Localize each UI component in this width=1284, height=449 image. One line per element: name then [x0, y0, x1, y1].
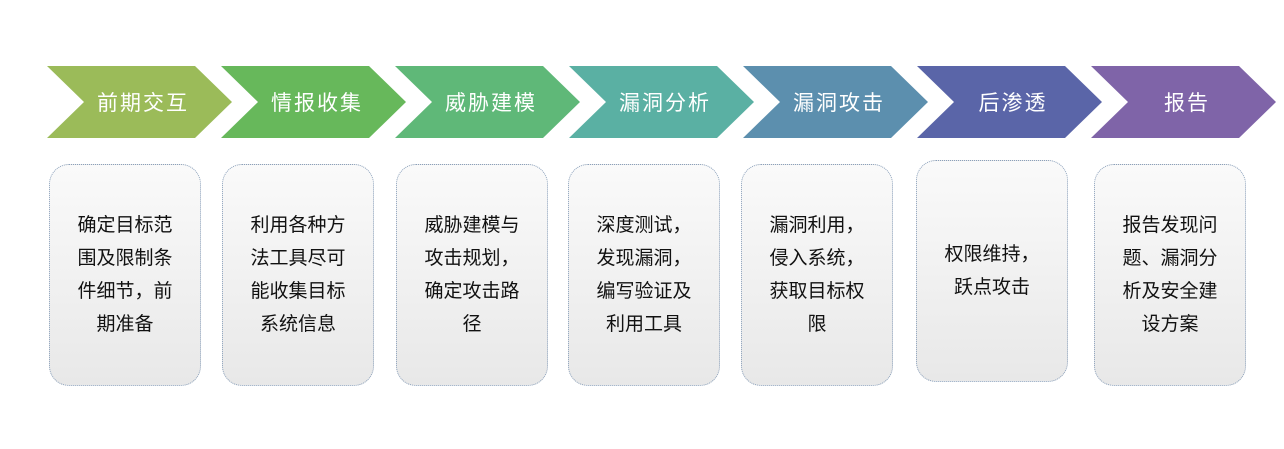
stage-description-3: 威胁建模与攻击规划，确定攻击路径 [424, 214, 520, 335]
stage-title-3: 威胁建模 [445, 91, 537, 115]
stage-description-7: 报告发现问题、漏洞分析及安全建设方案 [1122, 214, 1218, 335]
stage-title-4: 漏洞分析 [619, 91, 711, 115]
stage-description-6: 权限维持，跃点攻击 [944, 243, 1040, 298]
stage-description-4: 深度测试，发现漏洞，编写验证及利用工具 [596, 214, 692, 335]
stage-description-card-1: 确定目标范围及限制条件细节，前期准备 [49, 164, 201, 386]
stage-title-5: 漏洞攻击 [793, 91, 885, 115]
stage-description-2: 利用各种方法工具尽可能收集目标系统信息 [250, 214, 346, 335]
stage-description-card-3: 威胁建模与攻击规划，确定攻击路径 [396, 164, 548, 386]
stage-description-card-7: 报告发现问题、漏洞分析及安全建设方案 [1094, 164, 1246, 386]
stage-description-card-5: 漏洞利用，侵入系统，获取目标权限 [741, 164, 893, 386]
stage-title-2: 情报收集 [271, 91, 363, 115]
stage-title-6: 后渗透 [978, 91, 1048, 115]
stage-description-card-6: 权限维持，跃点攻击 [916, 160, 1068, 382]
stage-description-5: 漏洞利用，侵入系统，获取目标权限 [769, 214, 865, 335]
stage-title-7: 报告 [1164, 91, 1210, 115]
stage-description-card-4: 深度测试，发现漏洞，编写验证及利用工具 [568, 164, 720, 386]
stage-description-card-2: 利用各种方法工具尽可能收集目标系统信息 [222, 164, 374, 386]
stage-description-1: 确定目标范围及限制条件细节，前期准备 [77, 214, 173, 335]
stage-title-1: 前期交互 [97, 91, 189, 115]
